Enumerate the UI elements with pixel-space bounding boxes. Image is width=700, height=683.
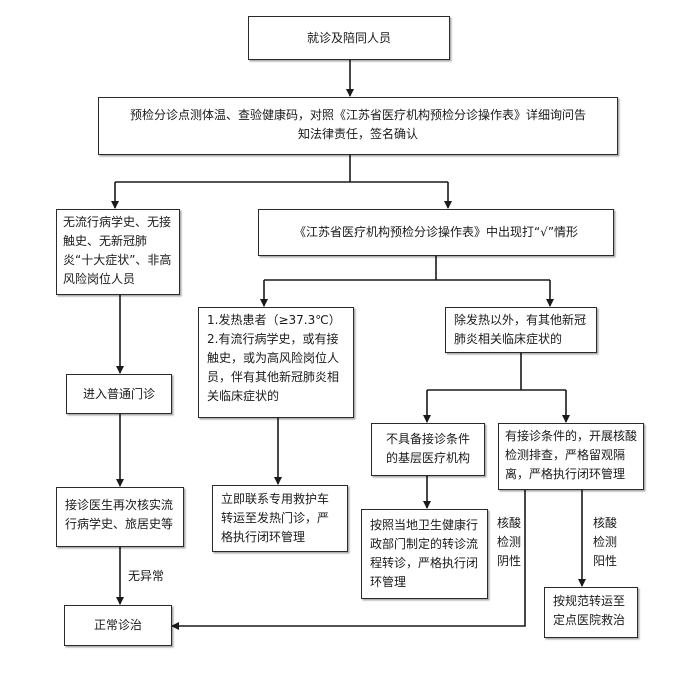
- node-precheck: 预检分诊点测体温、查验健康码，对照《江苏省医疗机构预检分诊操作表》详细询问告知法…: [98, 97, 618, 155]
- node-recheck: 接诊医生再次核实流行病学史、旅居史等: [56, 487, 184, 547]
- node-transfer-local: 按照当地卫生健康行政部门制定的转诊流程转诊，严格执行闭环管理: [361, 509, 488, 599]
- label-nat-negative: 核酸检测阴性: [496, 516, 521, 568]
- node-no-risk: 无流行病学史、无接触史、无新冠肺炎“十大症状”、非高风险岗位人员: [56, 209, 180, 295]
- node-has-conditions: 有接诊条件的，开展核酸检测排查，严格留观隔离，严格执行闭环管理: [498, 423, 644, 490]
- node-designated: 按规范转运至定点医院救治: [544, 587, 638, 638]
- node-start: 就诊及陪同人员: [248, 16, 450, 60]
- node-general-clinic: 进入普通门诊: [66, 374, 172, 414]
- node-other-symptoms: 除发热以外，有其他新冠肺炎相关临床症状的: [445, 307, 597, 353]
- node-no-conditions: 不具备接诊条件的基层医疗机构: [371, 423, 485, 476]
- node-normal: 正常诊治: [64, 605, 172, 646]
- label-no-abnormal: 无异常: [128, 569, 165, 583]
- node-ambulance: 立即联系专用救护车转运至发热门诊，严格执行闭环管理: [212, 485, 348, 552]
- node-fever: 1.发热患者（≥37.3℃） 2.有流行病学史，或有接触史，或为高风险岗位人员，…: [198, 307, 354, 418]
- arrow-negative-to-normal: [171, 490, 526, 630]
- node-checkmark: 《江苏省医疗机构预检分诊操作表》中出现打“√”情形: [258, 209, 614, 256]
- label-nat-positive: 核酸检测阳性: [592, 516, 617, 568]
